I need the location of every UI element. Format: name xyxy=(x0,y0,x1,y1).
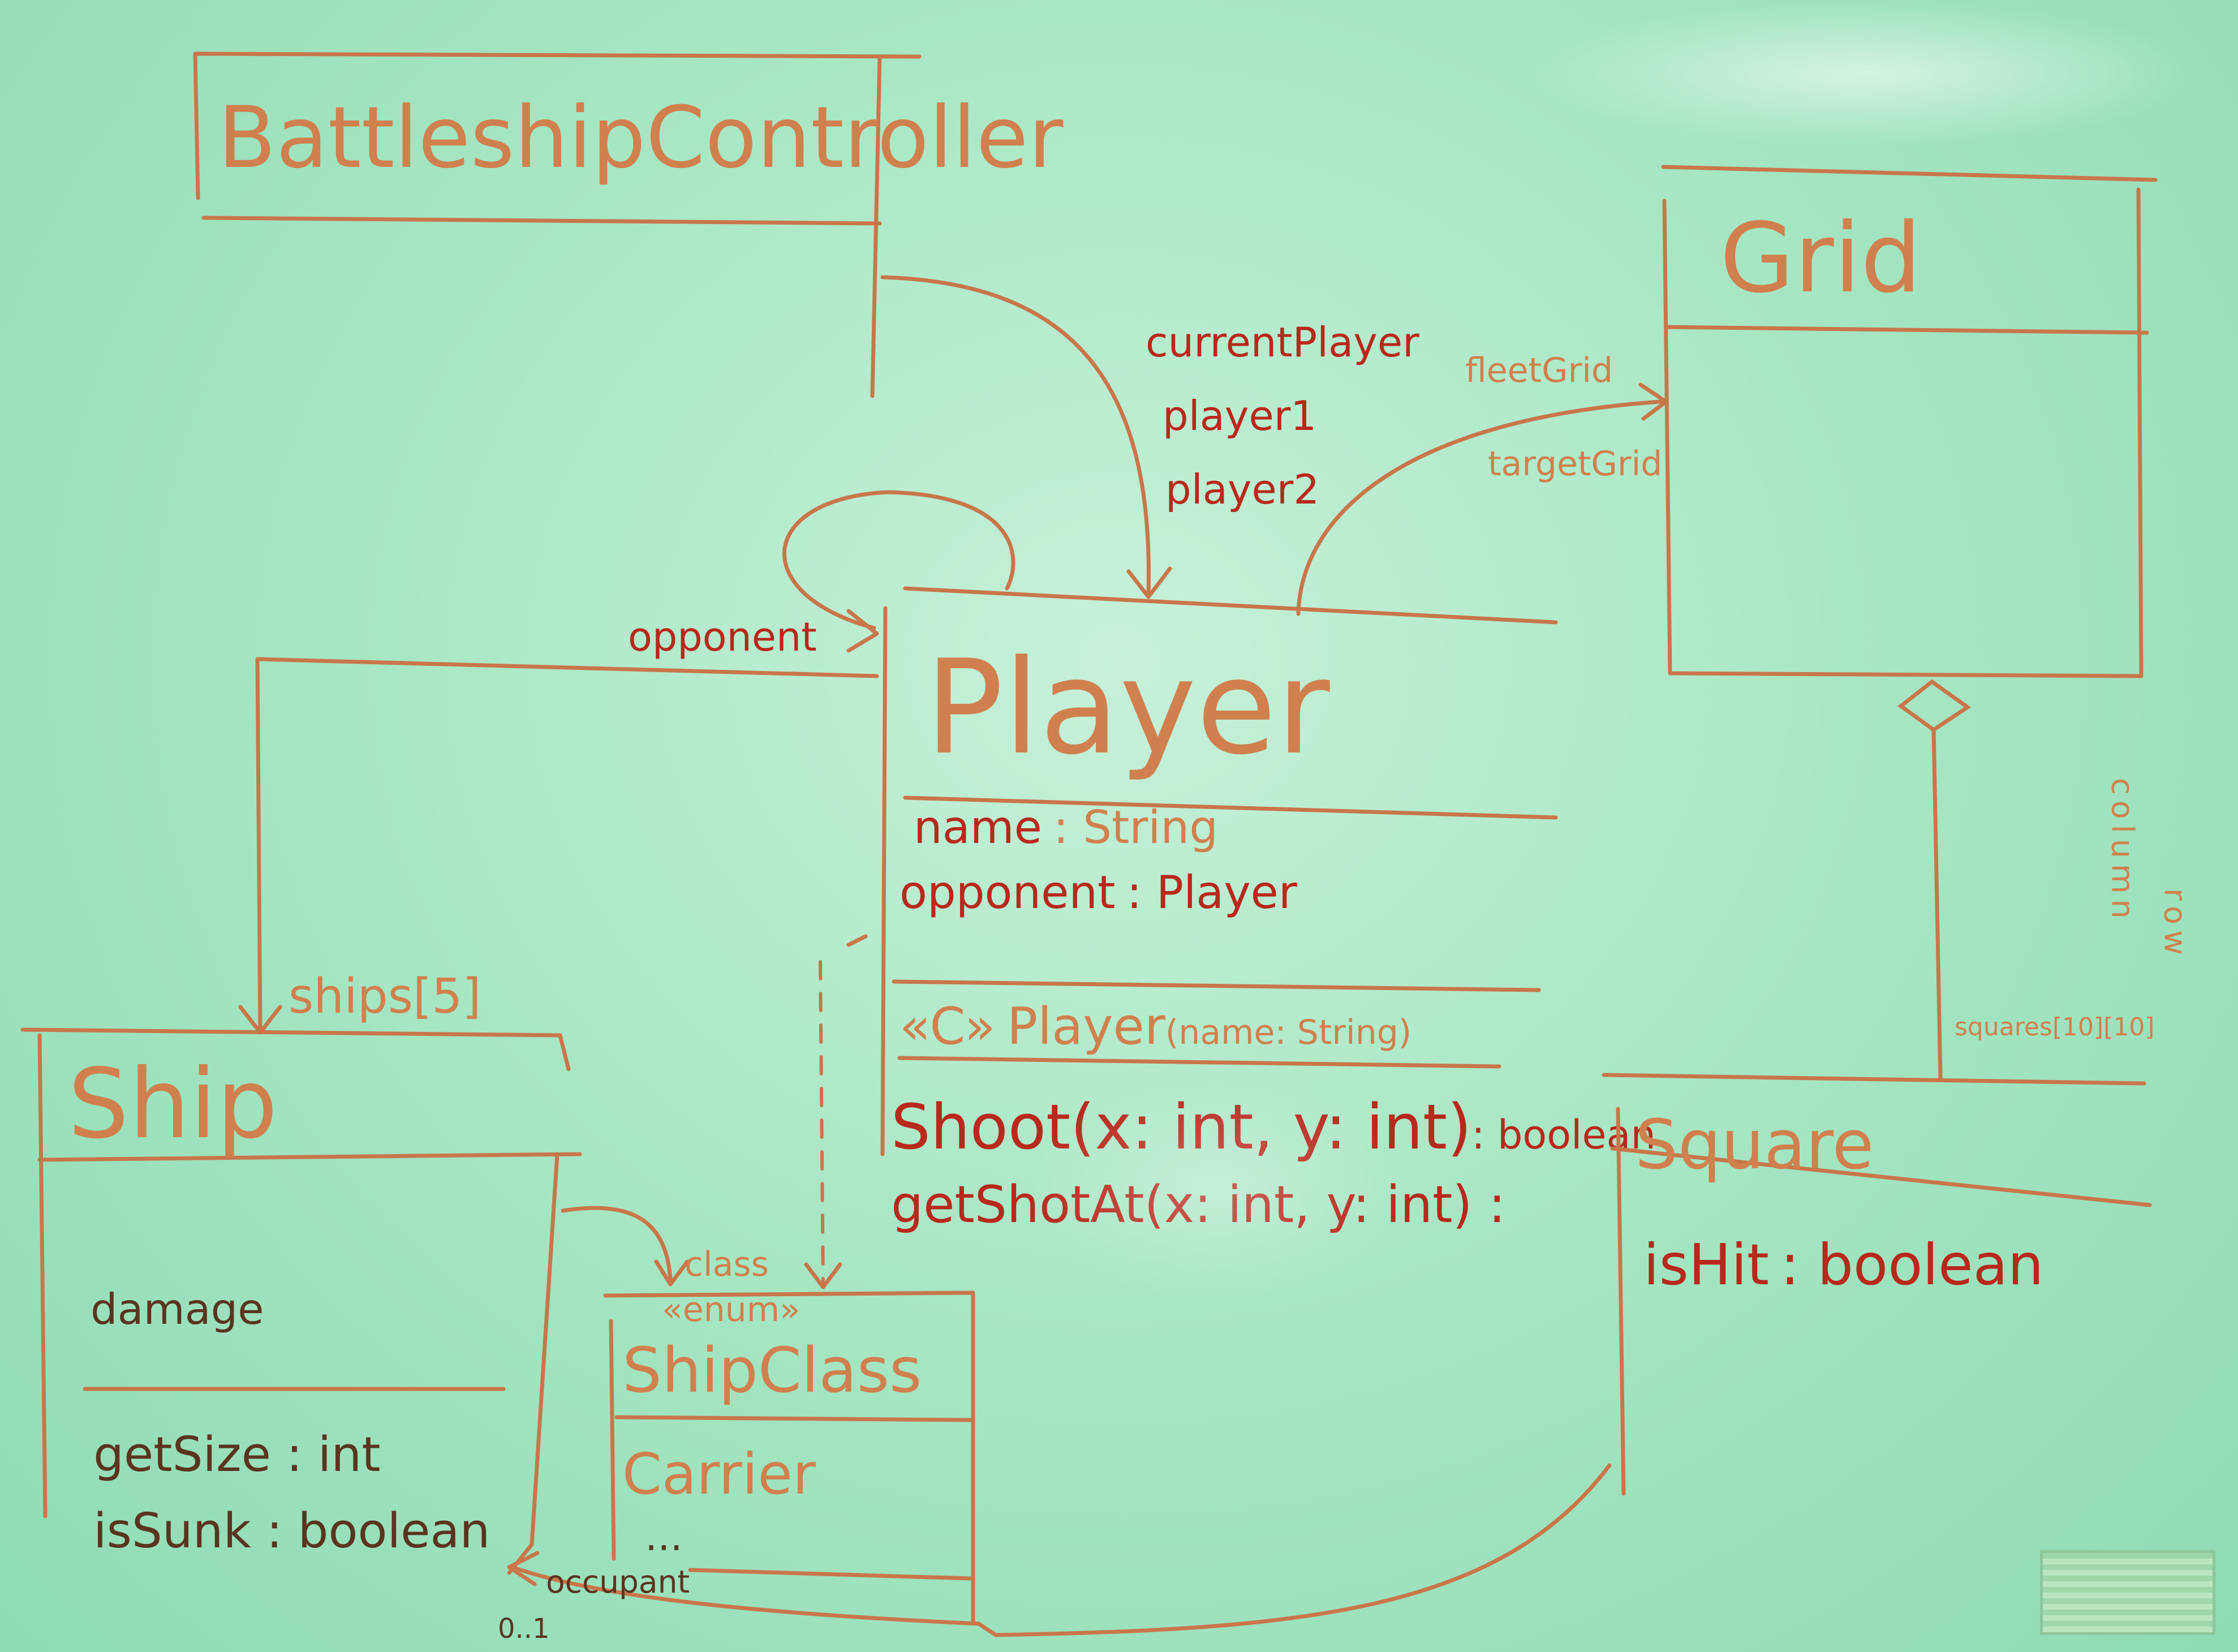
shipclass-title: ShipClass xyxy=(622,1334,922,1406)
shipclass-value-carrier: Carrier xyxy=(622,1441,816,1507)
ship-op-issunk: isSunk : boolean xyxy=(93,1503,490,1559)
dependency-player-shipclass xyxy=(804,934,868,1289)
aggregation-grid-square: squares[10][10] column row xyxy=(1897,679,2193,1080)
player-class: Player name: String opponent: Player «C»… xyxy=(880,586,1656,1234)
label-occupant-multiplicity: 0..1 xyxy=(498,1613,550,1645)
ship-attr-damage: damage xyxy=(91,1284,264,1334)
ship-class: Ship damage getSize : int isSunk : boole… xyxy=(20,1027,582,1575)
label-squares: squares[10][10] xyxy=(1955,1013,2154,1042)
label-player2: player2 xyxy=(1165,466,1319,513)
battleship-controller-title: BattleshipController xyxy=(218,89,1064,187)
square-title: Square xyxy=(1635,1106,1874,1185)
label-player1: player1 xyxy=(1163,392,1316,440)
player-title: Player xyxy=(925,633,1330,784)
ship-title: Ship xyxy=(68,1048,278,1160)
square-attr-ishit: isHit: boolean xyxy=(1643,1232,2043,1298)
association-ships: ships[5] xyxy=(238,657,879,1035)
label-occupant: occupant xyxy=(546,1564,690,1600)
player-attr-name: name: String xyxy=(914,801,1218,854)
label-row: row xyxy=(2158,888,2193,961)
association-class: class xyxy=(561,1206,769,1287)
shipclass-enum: «enum» ShipClass Carrier ... xyxy=(603,1290,975,1623)
label-target-grid: targetGrid xyxy=(1488,444,1662,484)
square-class: Square isHit: boolean xyxy=(1602,1073,2152,1496)
association-player-grid: fleetGrid targetGrid xyxy=(1296,351,1668,616)
label-ships: ships[5] xyxy=(289,969,481,1025)
association-controller-player: currentPlayer player1 player2 xyxy=(880,275,1419,599)
player-constructor: «C»Player(name: String) xyxy=(899,997,1411,1056)
player-attr-opponent: opponent: Player xyxy=(899,866,1297,919)
ship-op-getsize: getSize : int xyxy=(93,1427,381,1483)
shipclass-ellipsis: ... xyxy=(645,1513,683,1560)
shipclass-stereotype: «enum» xyxy=(662,1290,800,1330)
label-opponent: opponent xyxy=(628,614,817,660)
label-class: class xyxy=(685,1245,769,1284)
association-opponent: opponent xyxy=(628,490,1015,660)
association-occupant: occupant 0..1 xyxy=(498,1463,1612,1645)
label-current-player: currentPlayer xyxy=(1146,319,1419,366)
player-op-getshotat: getShotAt(x: int, y: int) : xyxy=(891,1175,1505,1234)
label-fleet-grid: fleetGrid xyxy=(1465,351,1613,390)
grid-title: Grid xyxy=(1720,203,1922,315)
player-op-shoot: Shoot(x: int, y: int): boolean xyxy=(891,1091,1656,1163)
board-corner-sticker xyxy=(2040,1550,2215,1635)
label-column: column xyxy=(2105,778,2141,924)
grid-class: Grid xyxy=(1661,165,2158,678)
battleship-controller-class: BattleshipController xyxy=(193,51,1064,398)
